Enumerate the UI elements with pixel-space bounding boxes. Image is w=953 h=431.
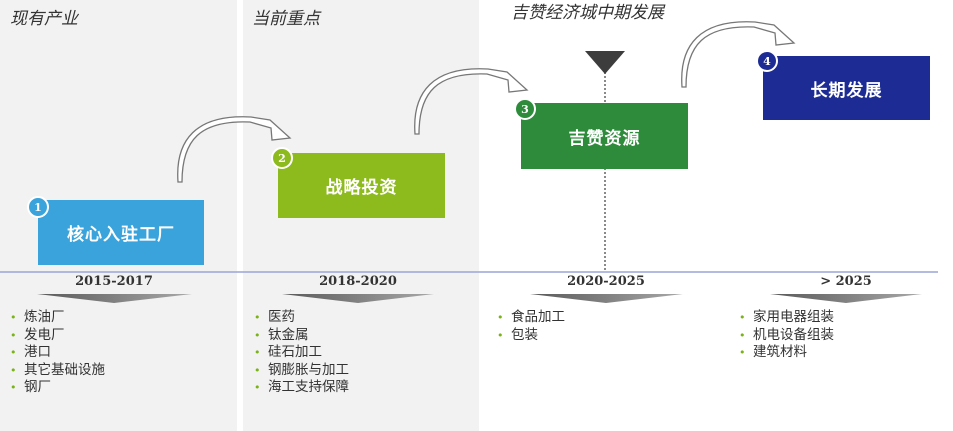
list-item: 发电厂 xyxy=(10,327,105,345)
list-item: 炼油厂 xyxy=(10,309,105,327)
list-item: 硅石加工 xyxy=(254,344,349,362)
list-item: 食品加工 xyxy=(497,309,565,327)
section-title-midterm: 吉赞经济城中期发展 xyxy=(511,3,664,23)
curved-arrow-2-3 xyxy=(414,68,529,135)
list-item: 家用电器组装 xyxy=(739,309,834,327)
stage-1-items: 炼油厂 发电厂 港口 其它基础设施 钢厂 xyxy=(10,309,105,397)
stage-3-box: 吉赞资源 xyxy=(521,103,688,169)
stage-4-number-badge: 4 xyxy=(756,50,778,72)
stage-1-period: 2015-2017 xyxy=(75,274,153,289)
stage-3-period: 2020-2025 xyxy=(567,274,645,289)
period-chevron-4 xyxy=(770,294,922,303)
section-title-existing: 现有产业 xyxy=(10,9,78,29)
list-item: 医药 xyxy=(254,309,349,327)
stage-2-items: 医药 钛金属 硅石加工 钢膨胀与加工 海工支持保障 xyxy=(254,309,349,397)
stage-4-label: 长期发展 xyxy=(810,80,883,101)
stage-4-items: 家用电器组装 机电设备组装 建筑材料 xyxy=(739,309,834,362)
period-chevron-1 xyxy=(37,294,192,303)
list-item: 包装 xyxy=(497,327,565,345)
list-item: 钢膨胀与加工 xyxy=(254,362,349,380)
stage-4-period: > 2025 xyxy=(820,274,872,289)
stage-1-box: 核心入驻工厂 xyxy=(38,200,204,265)
period-chevron-2 xyxy=(282,294,434,303)
stage-2-period: 2018-2020 xyxy=(319,274,397,289)
section-title-current: 当前重点 xyxy=(252,9,320,29)
curved-arrow-1-2 xyxy=(177,116,292,183)
stage-1-label: 核心入驻工厂 xyxy=(67,225,175,245)
list-item: 钢厂 xyxy=(10,379,105,397)
list-item: 建筑材料 xyxy=(739,344,834,362)
list-item: 钛金属 xyxy=(254,327,349,345)
stage-2-box: 战略投资 xyxy=(278,153,445,218)
stage-3-number-badge: 3 xyxy=(514,98,536,120)
list-item: 机电设备组装 xyxy=(739,327,834,345)
stage-3-label: 吉赞资源 xyxy=(568,128,641,149)
period-chevron-3 xyxy=(530,294,683,303)
list-item: 港口 xyxy=(10,344,105,362)
list-item: 海工支持保障 xyxy=(254,379,349,397)
stage-2-label: 战略投资 xyxy=(325,178,398,198)
stage-4-box: 长期发展 xyxy=(763,56,930,120)
stage-1-number-badge: 1 xyxy=(27,196,49,218)
stage-2-number-badge: 2 xyxy=(271,147,293,169)
list-item: 其它基础设施 xyxy=(10,362,105,380)
curved-arrow-3-4 xyxy=(681,21,796,88)
stage-3-items: 食品加工 包装 xyxy=(497,309,565,344)
midterm-down-triangle xyxy=(585,51,625,74)
